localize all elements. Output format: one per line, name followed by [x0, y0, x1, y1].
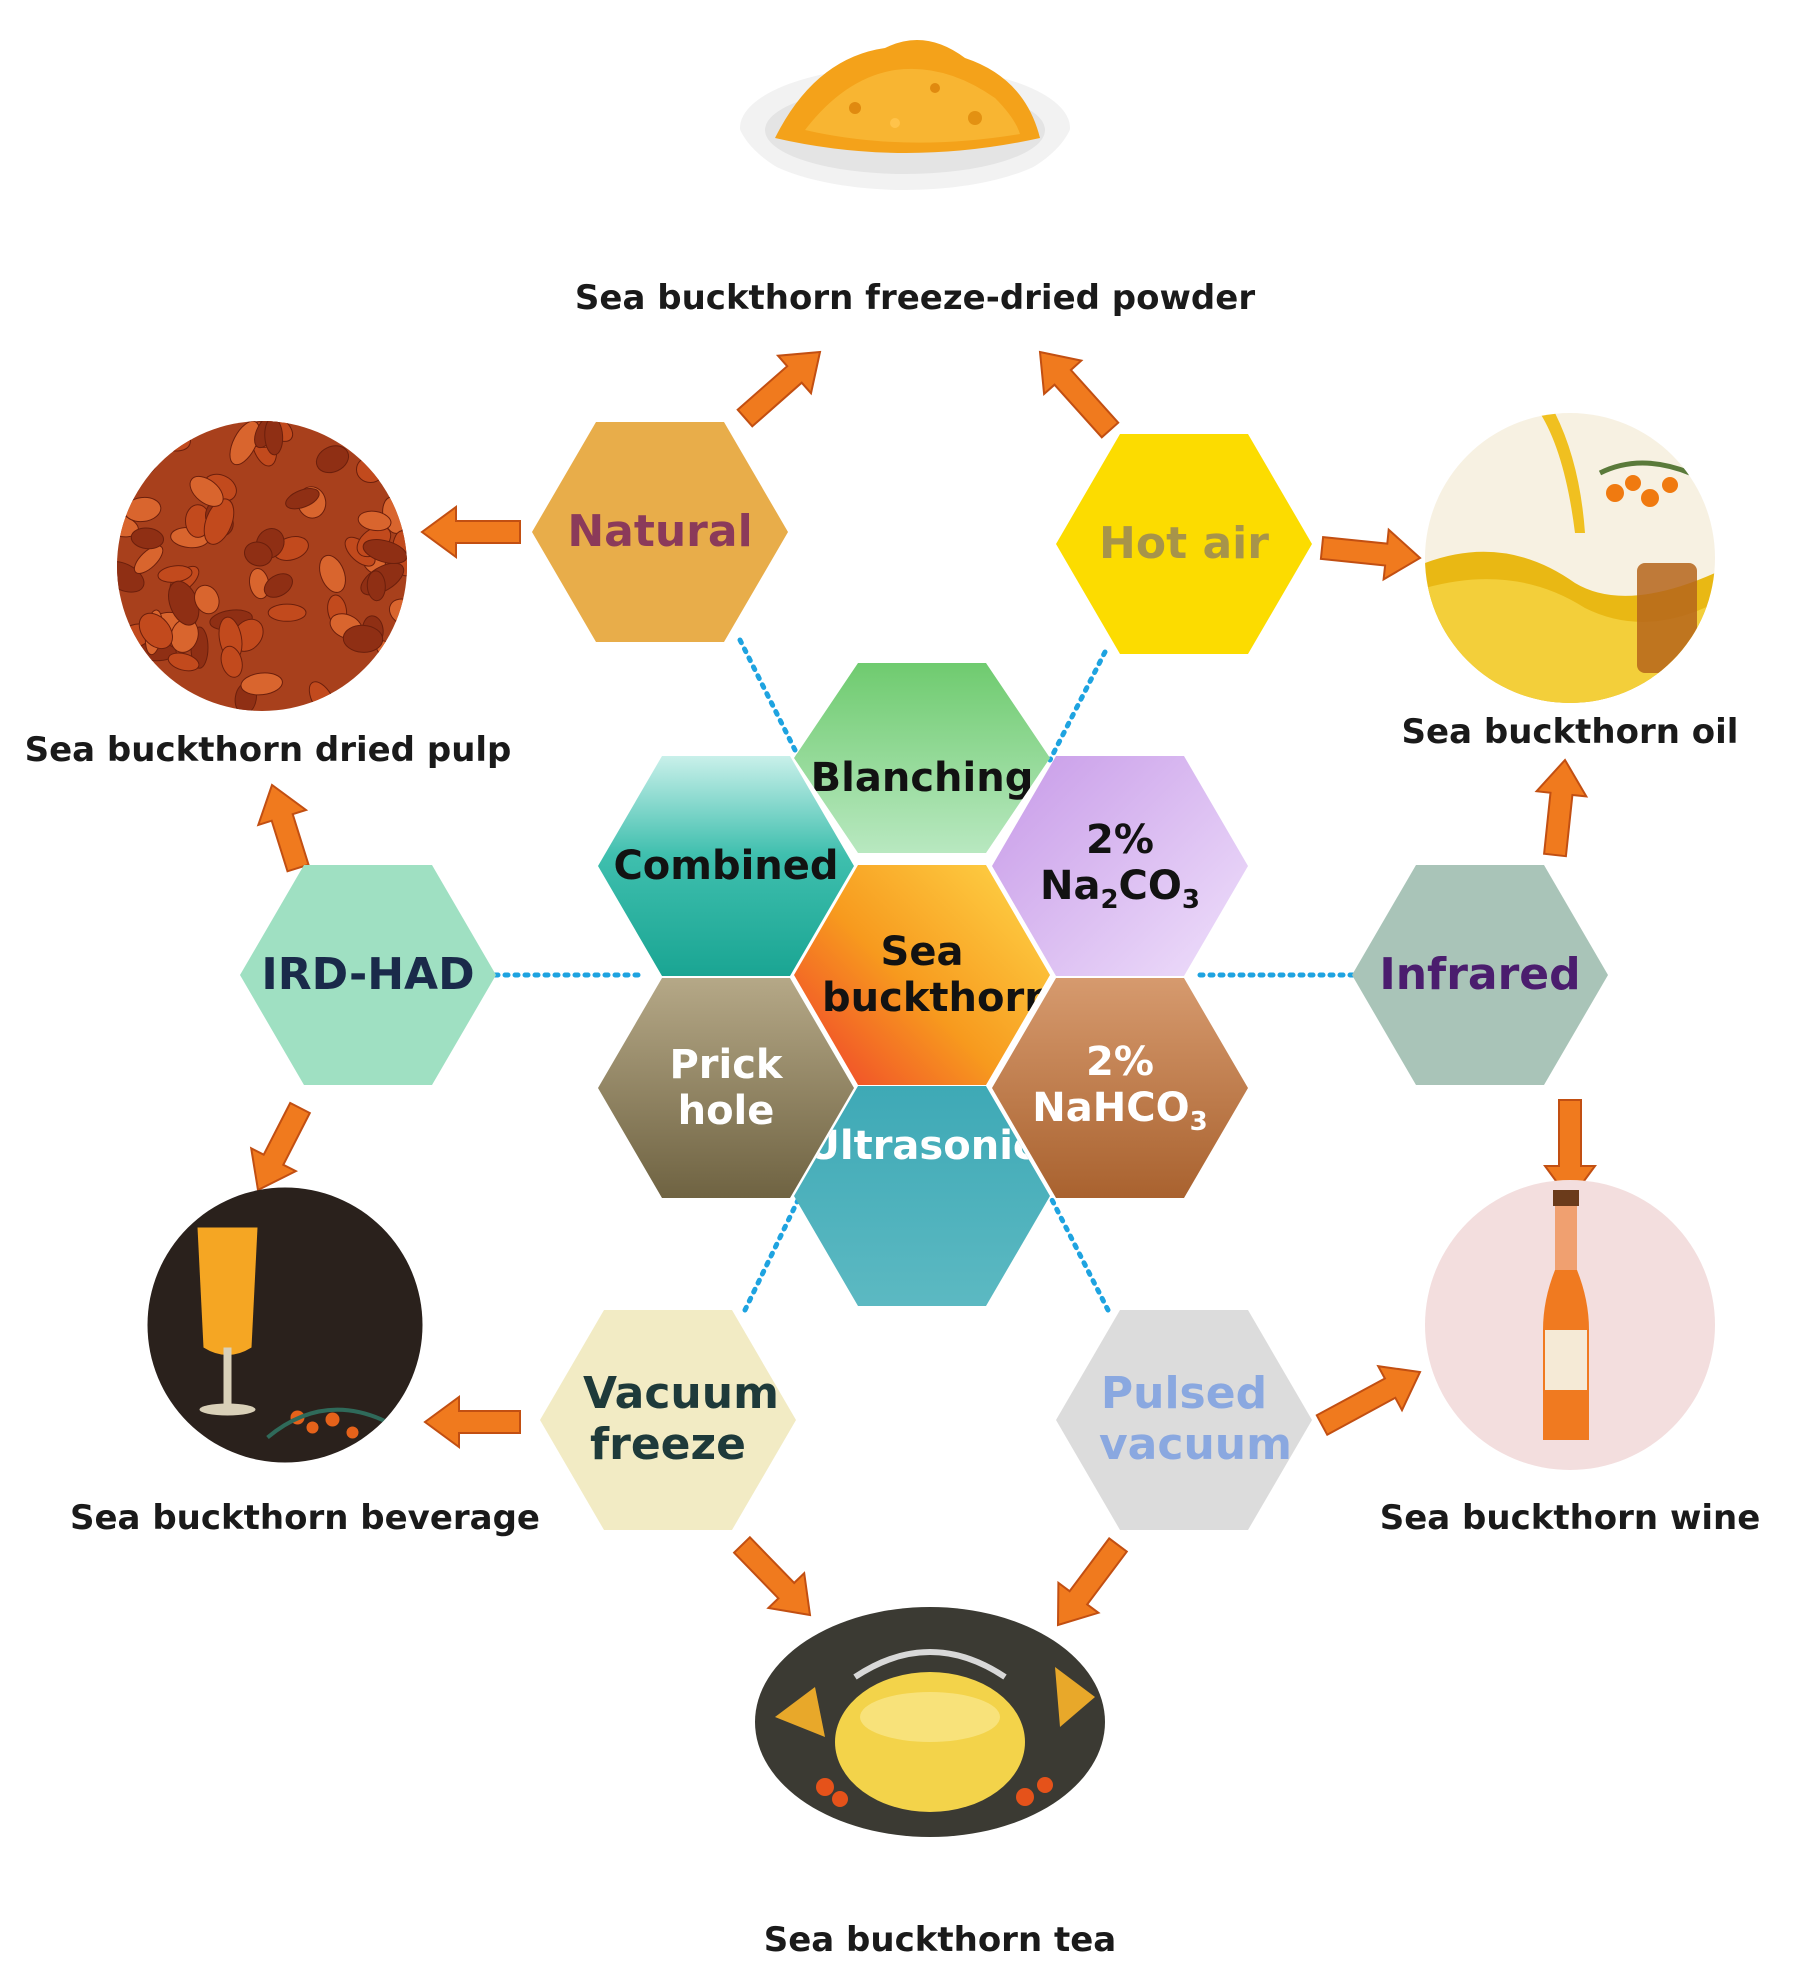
- natural-label: Natural: [567, 505, 753, 557]
- blanching-hex: Blanching: [794, 663, 1050, 853]
- dried-pulp-photo: [117, 421, 407, 711]
- tea-caption: Sea buckthorn tea: [763, 1920, 1117, 1960]
- beverage-photo: [147, 1187, 423, 1463]
- na2co3-sub1: 2: [1100, 884, 1119, 915]
- vacuum-freeze-label: Vacuum freeze: [583, 1368, 779, 1470]
- hot-air-connector: [1047, 649, 1108, 763]
- combined-label: Combined: [613, 843, 839, 889]
- ird-had-label: IRD-HAD: [261, 948, 475, 1000]
- arrow-infrared-to-oil: [1534, 758, 1589, 858]
- vacuum-freeze-connector: [742, 1193, 803, 1313]
- oil-caption: Sea buckthorn oil: [1401, 712, 1739, 752]
- na2co3-sub2: 3: [1181, 884, 1200, 915]
- beverage-caption: Sea buckthorn beverage: [70, 1498, 540, 1538]
- arrow-natural-to-pulp: [420, 505, 521, 559]
- arrow-pulsed-to-tea: [1056, 1537, 1129, 1627]
- na2co3-pct: 2%: [1086, 816, 1154, 863]
- wine-photo: [1425, 1180, 1715, 1470]
- nahco3-sub: 3: [1189, 1106, 1208, 1137]
- center-label: Sea buckthorn: [822, 929, 1053, 1021]
- hot-air-label: Hot air: [1099, 517, 1269, 569]
- prick-hole-label: Prick hole: [669, 1042, 783, 1134]
- freeze-dried-powder-caption: Sea buckthorn freeze-dried powder: [574, 278, 1256, 318]
- na2co3-formula-co: CO: [1118, 862, 1182, 909]
- pulsed-vacuum-connector: [1047, 1193, 1111, 1313]
- arrow-ird-to-beverage: [249, 1101, 312, 1192]
- arrow-natural-to-powder: [736, 350, 822, 428]
- arrow-ird-to-pulp: [256, 783, 310, 873]
- infrared-label: Infrared: [1379, 948, 1581, 1000]
- natural-hex: Natural: [532, 422, 788, 642]
- tea-photo: [755, 1607, 1105, 1837]
- wine-caption: Sea buckthorn wine: [1379, 1498, 1761, 1538]
- nahco3-label: 2% NaHCO3: [1032, 1039, 1207, 1138]
- arrow-vacuum-to-beverage: [423, 1395, 521, 1449]
- na2co3-label: 2% Na2CO3: [1040, 817, 1200, 916]
- arrow-pulsed-to-wine: [1315, 1364, 1422, 1437]
- pulsed-vacuum-label: Pulsed vacuum: [1099, 1368, 1292, 1470]
- arrow-hot-air-to-powder: [1038, 350, 1120, 439]
- arrow-vacuum-to-tea: [732, 1535, 812, 1617]
- dried-pulp-caption: Sea buckthorn dried pulp: [24, 730, 512, 770]
- blanching-label: Blanching: [810, 755, 1034, 801]
- freeze-dried-powder-photo: [735, 18, 1075, 198]
- combined-hex: Combined: [598, 756, 854, 976]
- na2co3-formula-na: Na: [1039, 862, 1101, 909]
- ultrasonic-label: Ultrasonic: [807, 1123, 1037, 1169]
- nahco3-formula: NaHCO: [1032, 1084, 1190, 1131]
- oil-photo: [1425, 413, 1715, 703]
- nahco3-pct: 2%: [1086, 1038, 1154, 1085]
- natural-connector: [737, 637, 803, 763]
- arrow-hot-air-to-oil: [1319, 527, 1422, 582]
